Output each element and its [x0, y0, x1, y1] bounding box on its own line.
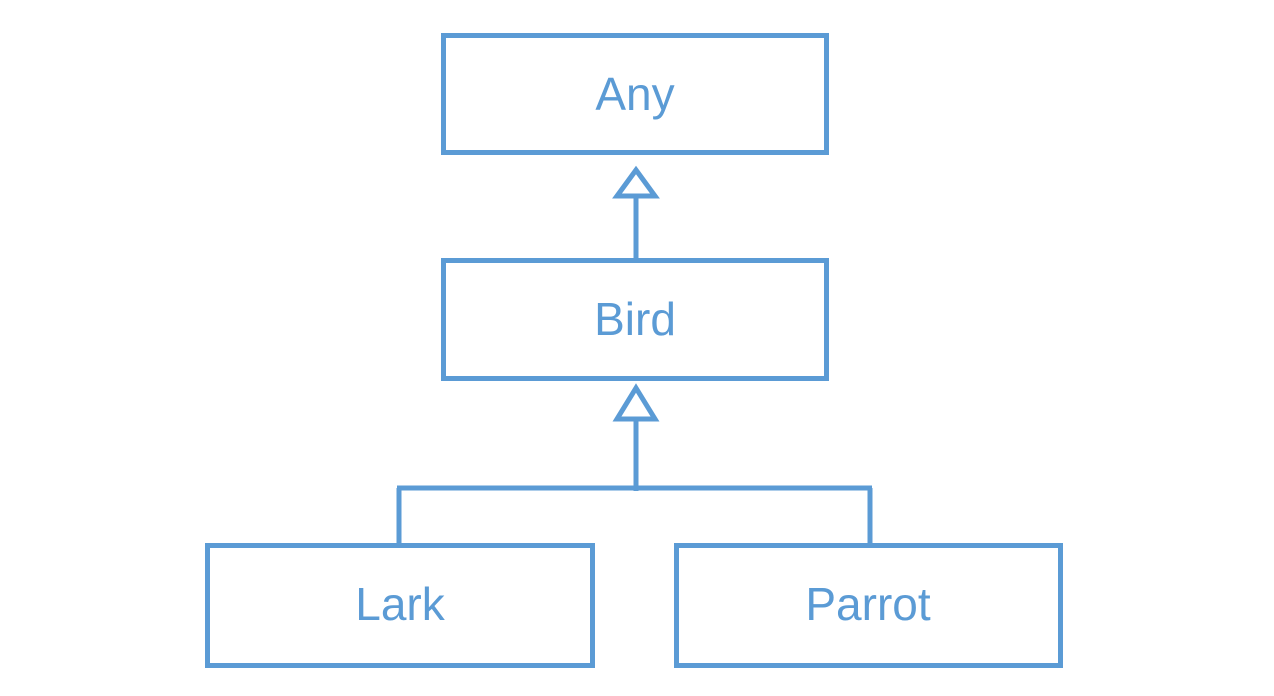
edge-bird-to-any-arrowhead-icon — [612, 165, 660, 199]
node-bird-box[interactable] — [441, 258, 829, 381]
node-parrot-label: Parrot — [805, 578, 930, 630]
edge-children-to-bird-arrowhead-icon — [612, 383, 660, 422]
edge-children-to-bird — [396, 383, 873, 545]
node-bird-label: Bird — [594, 293, 676, 345]
node-parrot[interactable]: Parrot — [674, 543, 1063, 668]
node-parrot-box[interactable] — [674, 543, 1063, 668]
node-any-box[interactable] — [441, 33, 829, 155]
node-lark[interactable]: Lark — [205, 543, 595, 668]
node-bird[interactable]: Bird — [441, 258, 829, 381]
node-any-label: Any — [595, 68, 674, 120]
node-lark-box[interactable] — [205, 543, 595, 668]
node-any[interactable]: Any — [441, 33, 829, 155]
edge-bird-to-any — [612, 165, 660, 258]
node-lark-label: Lark — [355, 578, 445, 630]
